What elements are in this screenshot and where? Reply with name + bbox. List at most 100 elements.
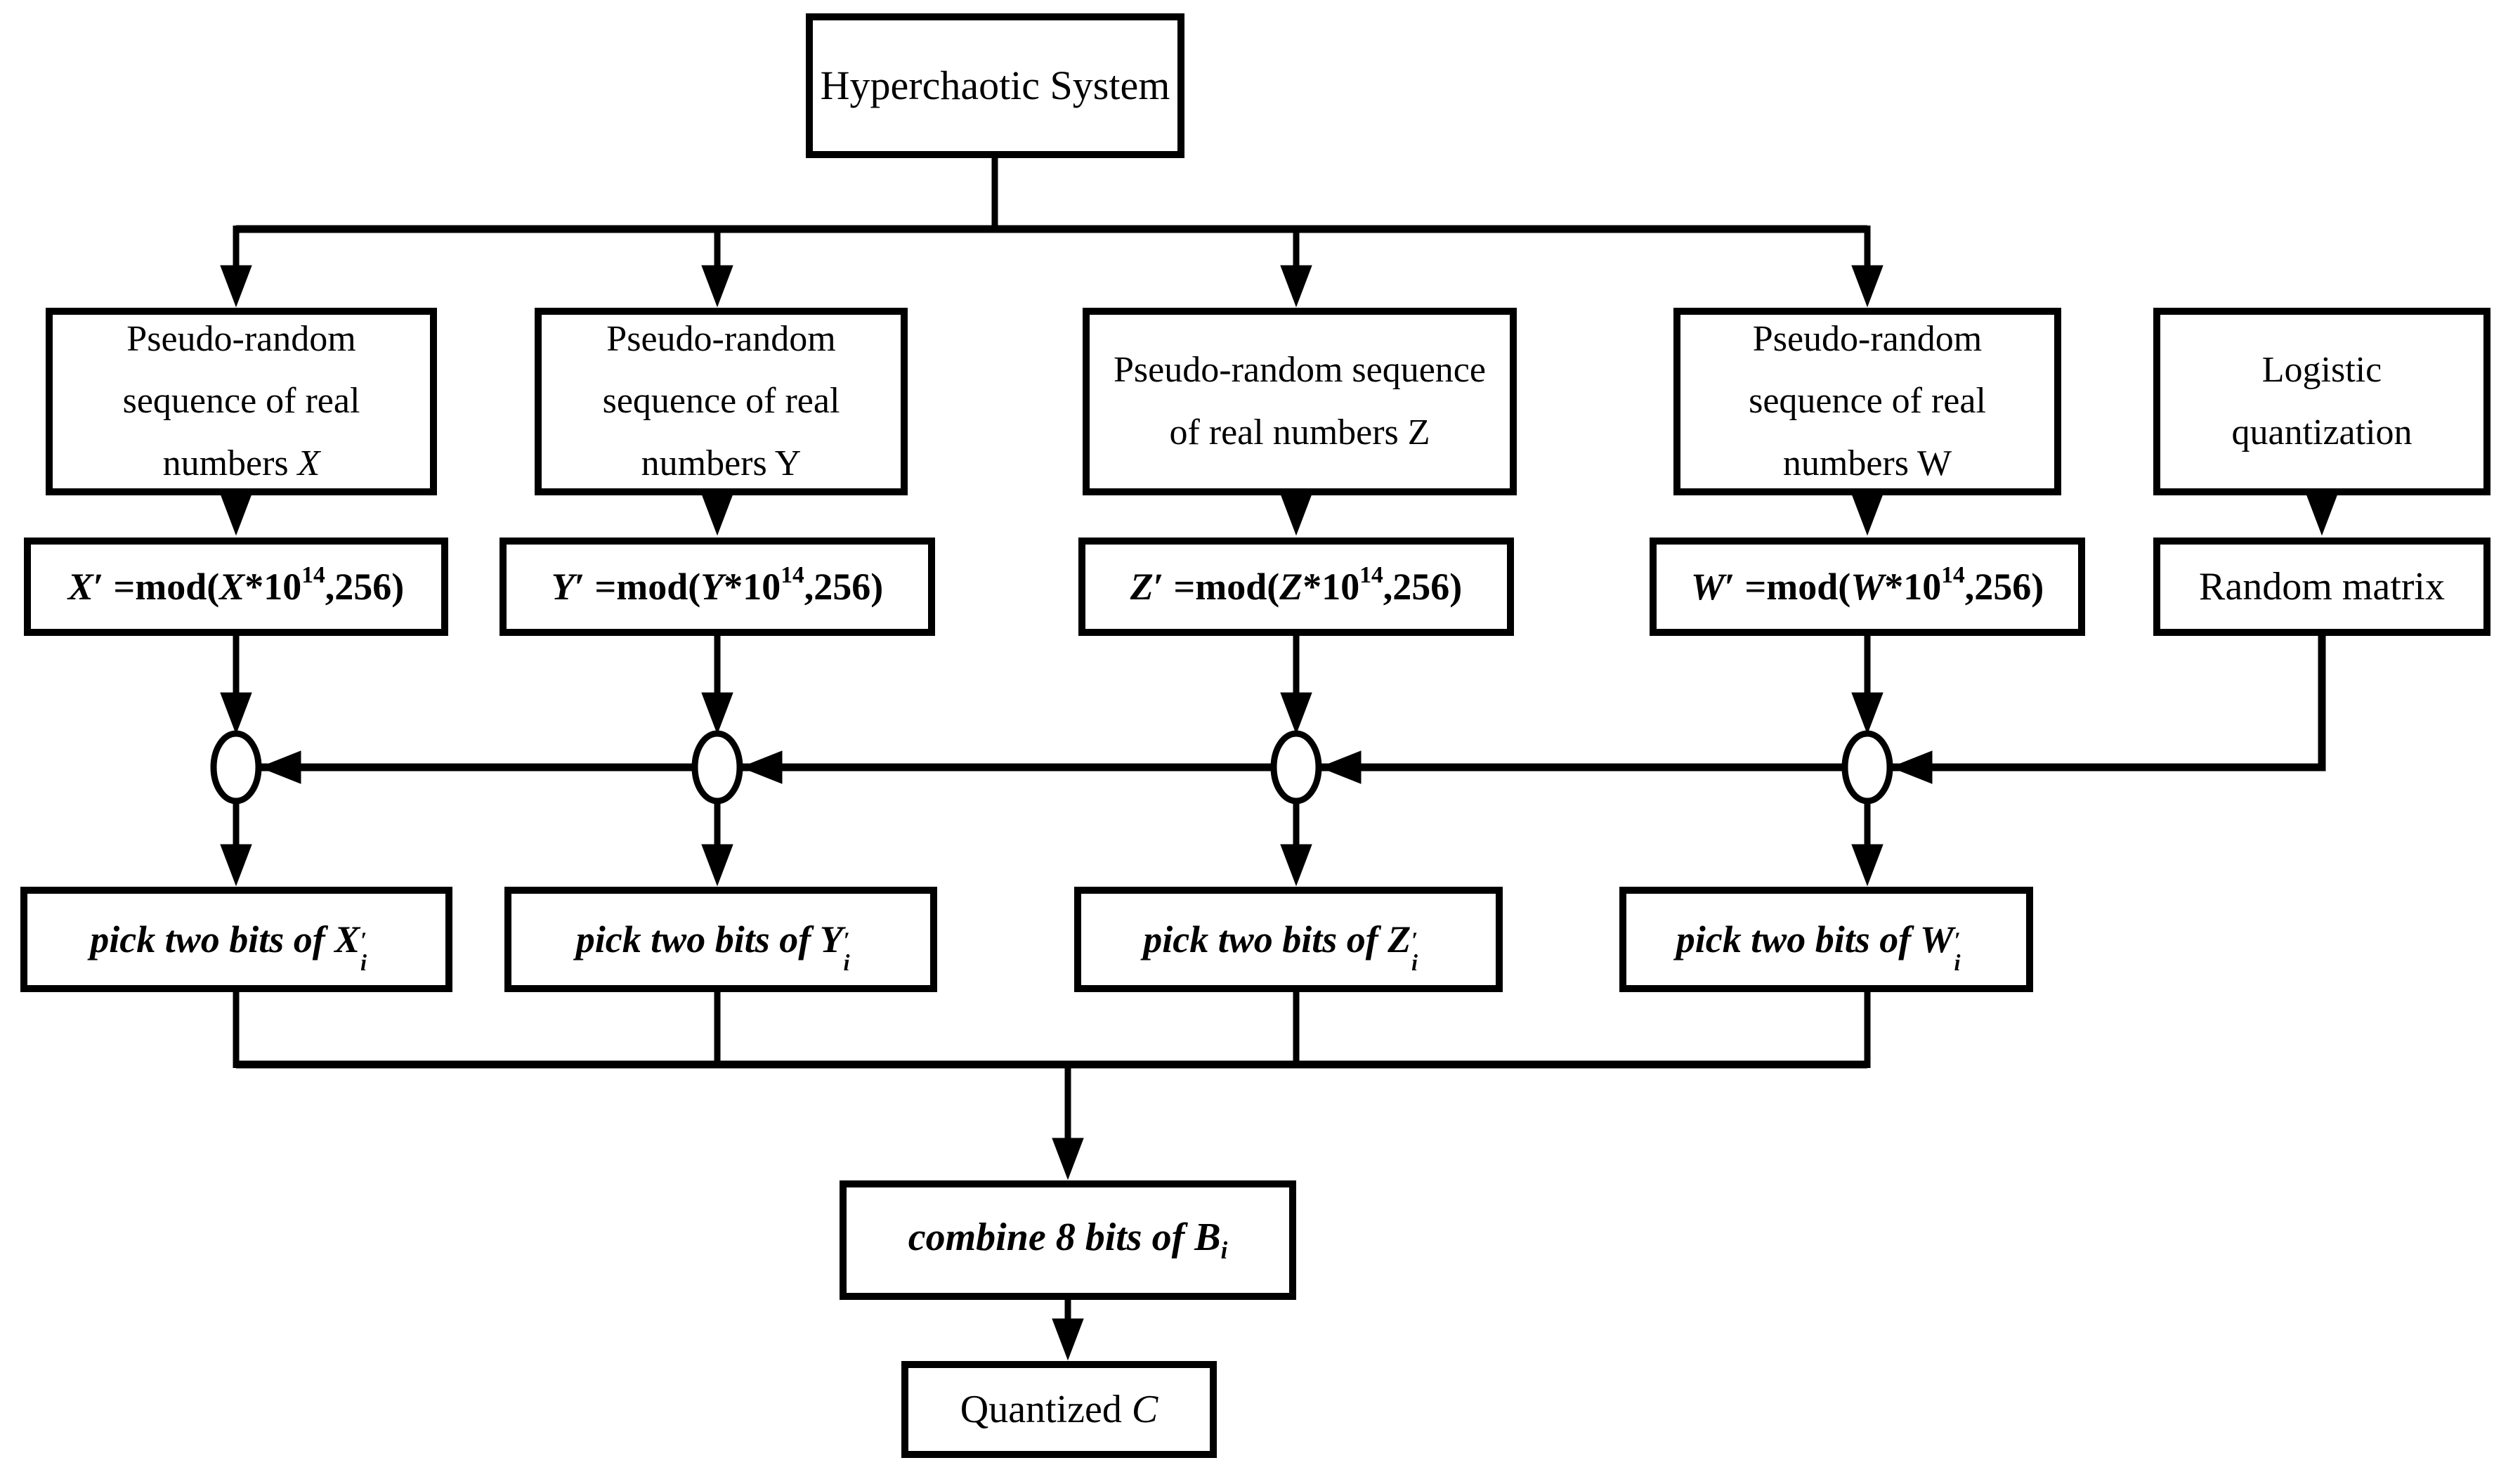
- quantized-label: Quantized C: [960, 1387, 1158, 1432]
- box-formula-w: W′ =mod(W*1014,256): [1650, 538, 2085, 636]
- logistic-label: Logistic quantization: [2231, 350, 2413, 452]
- box-formula-x: X′ =mod(X*1014,256): [24, 538, 448, 636]
- formula-y-var2: Y: [700, 566, 724, 608]
- pick-z-prime: ′: [1411, 927, 1418, 953]
- box-pseudo-random-z: Pseudo-random sequence of real numbers Z: [1083, 308, 1517, 495]
- pick-y-index: i: [843, 951, 850, 977]
- box-formula-z: Z′ =mod(Z*1014,256): [1078, 538, 1514, 636]
- line-random-matrix-feed: [260, 636, 2326, 771]
- xor-circle-z: [1270, 730, 1322, 805]
- arrowhead-into-pseudo-z: [1280, 265, 1312, 308]
- formula-x-label: X′ =mod(X*1014,256): [67, 561, 405, 608]
- box-random-matrix: Random matrix: [2153, 538, 2490, 636]
- arrowhead-into-pick-w: [1851, 844, 1884, 887]
- formula-w-mul: *10: [1884, 566, 1942, 608]
- arrowhead-into-pick-z: [1280, 844, 1312, 887]
- pick-z-var: Z: [1388, 918, 1411, 961]
- pick-z-label: pick two bits of Z′i: [1143, 918, 1433, 976]
- arrowhead-into-quantized: [1052, 1318, 1084, 1361]
- pseudo-x-label: Pseudo-random sequence of real numbers X: [68, 308, 414, 495]
- box-pick-bits-y: pick two bits of Y′i: [504, 887, 937, 992]
- box-pseudo-random-y: Pseudo-random sequence of real numbers Y: [535, 308, 908, 495]
- pick-x-text: pick two bits of: [90, 918, 335, 961]
- formula-x-post: ,256): [325, 566, 405, 608]
- arrowhead-into-pseudo-y: [701, 265, 733, 308]
- formula-y-prime: ′: [574, 566, 585, 608]
- formula-y-eq: =mod(: [585, 566, 701, 608]
- arrowhead-into-circle-w: [1851, 692, 1884, 735]
- xor-circle-w: [1841, 730, 1893, 805]
- formula-x-exp: 14: [301, 561, 325, 588]
- pick-w-index: i: [1954, 951, 1961, 977]
- pseudo-x-var: X: [297, 443, 320, 483]
- arrowhead-into-formula-y: [701, 493, 733, 536]
- xor-circle-y: [691, 730, 743, 805]
- combine-index: i: [1220, 1237, 1228, 1265]
- pick-x-index: i: [360, 951, 367, 977]
- pick-y-prime: ′: [843, 927, 850, 953]
- pick-z-index: i: [1411, 951, 1418, 977]
- pseudo-y-label: Pseudo-random sequence of real numbers Y: [557, 308, 885, 495]
- formula-w-exp: 14: [1941, 561, 1965, 588]
- pick-y-label: pick two bits of Y′i: [575, 918, 866, 976]
- arrowhead-feed-circle-x: [259, 750, 301, 784]
- box-pick-bits-x: pick two bits of X′i: [20, 887, 452, 992]
- formula-w-var2: W: [1850, 566, 1885, 608]
- formula-x-eq: =mod(: [103, 566, 220, 608]
- arrowhead-into-circle-x: [220, 692, 252, 735]
- box-quantized-c: Quantized C: [901, 1361, 1217, 1458]
- arrowhead-into-pick-y: [701, 844, 733, 887]
- formula-z-post: ,256): [1383, 566, 1463, 608]
- pick-y-text: pick two bits of: [575, 918, 820, 961]
- pick-z-text: pick two bits of: [1143, 918, 1388, 961]
- pseudo-x-text: Pseudo-random sequence of real numbers: [122, 318, 360, 483]
- arrowhead-into-pseudo-w: [1851, 265, 1884, 308]
- arrowhead-into-random-matrix: [2306, 493, 2338, 536]
- formula-w-var: W: [1690, 566, 1725, 608]
- combine-label: combine 8 bits of Bi: [908, 1215, 1228, 1265]
- arrowhead-into-pick-x: [220, 844, 252, 887]
- xor-circle-x: [210, 730, 262, 805]
- formula-x-var: X: [67, 566, 93, 608]
- formula-w-prime: ′: [1724, 566, 1735, 608]
- pseudo-w-text: Pseudo-random sequence of real numbers: [1749, 318, 1986, 483]
- arrowhead-feed-circle-y: [740, 750, 783, 784]
- box-combine-bits: combine 8 bits of Bi: [840, 1180, 1296, 1300]
- pseudo-z-text: Pseudo-random sequence of real numbers: [1114, 350, 1486, 452]
- formula-z-var2: Z: [1279, 566, 1303, 608]
- pick-x-prime: ′: [360, 927, 367, 953]
- box-logistic-quantization: Logistic quantization: [2153, 308, 2490, 495]
- hyperchaotic-label: Hyperchaotic System: [820, 63, 1170, 109]
- arrowhead-into-circle-y: [701, 692, 733, 735]
- arrowhead-into-circle-z: [1280, 692, 1312, 735]
- pick-w-label: pick two bits of W′i: [1676, 918, 1976, 976]
- formula-z-exp: 14: [1359, 561, 1383, 588]
- formula-z-label: Z′ =mod(Z*1014,256): [1130, 561, 1463, 608]
- pseudo-z-var: Z: [1407, 412, 1430, 452]
- combine-text: combine 8 bits of: [908, 1216, 1195, 1260]
- combine-var: B: [1194, 1216, 1221, 1260]
- arrowhead-feed-circle-z: [1319, 750, 1362, 784]
- formula-y-post: ,256): [804, 566, 884, 608]
- pick-w-var: W: [1919, 918, 1954, 961]
- arrowhead-into-formula-w: [1851, 493, 1884, 536]
- box-pseudo-random-w: Pseudo-random sequence of real numbers W: [1673, 308, 2061, 495]
- formula-z-prime: ′: [1153, 566, 1164, 608]
- box-pseudo-random-x: Pseudo-random sequence of real numbers X: [46, 308, 437, 495]
- pseudo-w-var: W: [1917, 443, 1952, 483]
- pick-y-var: Y: [819, 918, 843, 961]
- formula-y-exp: 14: [781, 561, 804, 588]
- arrowhead-into-formula-z: [1280, 493, 1312, 536]
- formula-y-mul: *10: [724, 566, 781, 608]
- quantized-text: Quantized: [960, 1388, 1132, 1431]
- pseudo-y-text: Pseudo-random sequence of real numbers: [602, 318, 840, 483]
- formula-w-post: ,256): [1964, 566, 2044, 608]
- pseudo-w-label: Pseudo-random sequence of real numbers W: [1696, 308, 2039, 495]
- formula-x-var2: X: [219, 566, 245, 608]
- pick-x-label: pick two bits of X′i: [90, 918, 382, 976]
- quantized-var: C: [1131, 1388, 1158, 1431]
- pick-x-var: X: [334, 918, 360, 961]
- box-pick-bits-w: pick two bits of W′i: [1619, 887, 2033, 992]
- formula-x-mul: *10: [244, 566, 302, 608]
- formula-w-label: W′ =mod(W*1014,256): [1690, 561, 2044, 608]
